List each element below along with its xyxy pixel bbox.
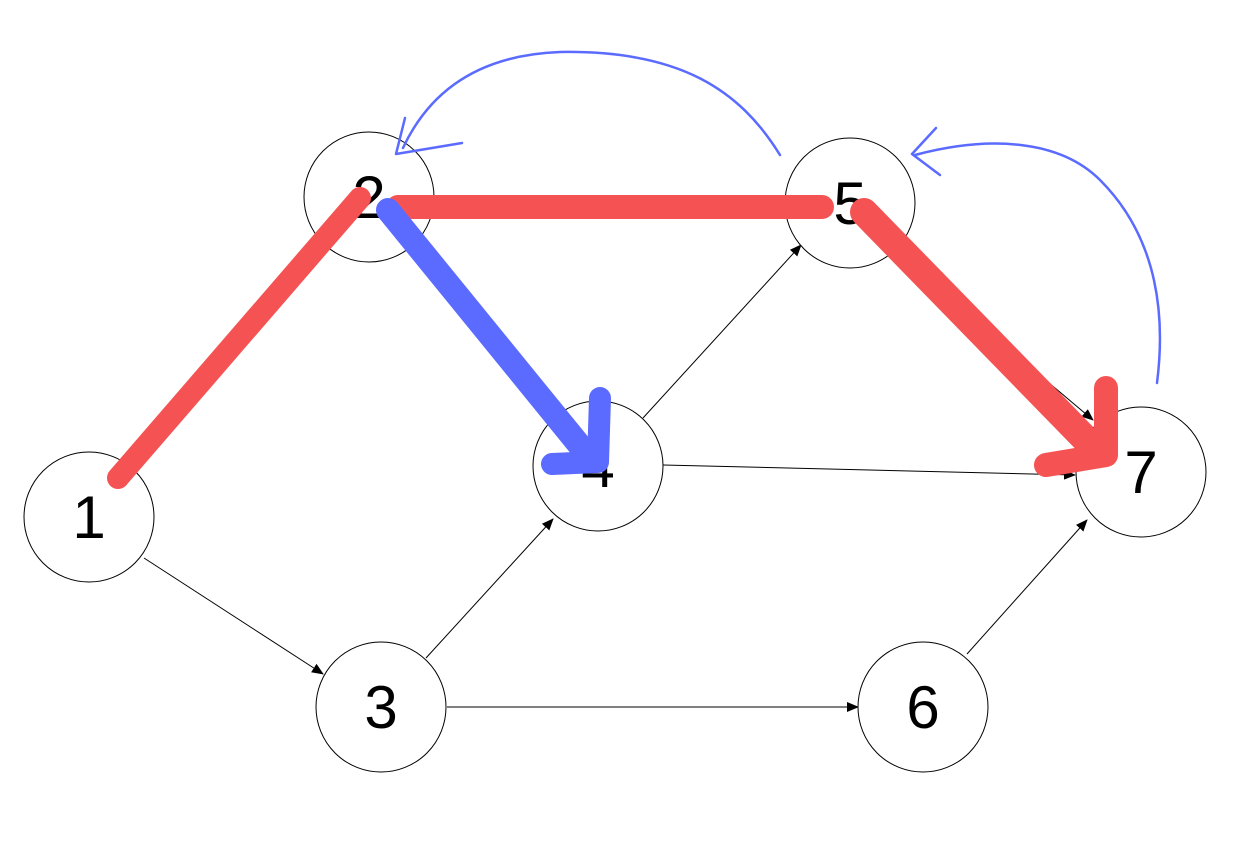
node-label-1: 1 [72, 484, 105, 551]
nodes: 1 2 3 4 5 6 7 [23, 131, 1207, 773]
edge-1-3 [143, 557, 324, 675]
highlight-arrowhead-7 [1034, 376, 1118, 477]
blue-edge-2-4 [376, 198, 597, 464]
node-label-7: 7 [1124, 439, 1157, 506]
edge-3-4 [425, 518, 554, 659]
back-arrow-7-to-5-head [910, 126, 942, 177]
blue-arrowhead-4 [541, 387, 611, 475]
back-arrow-7-to-5 [913, 142, 1162, 385]
back-arrow-5-to-2-head [394, 116, 464, 156]
node-3: 3 [315, 641, 447, 773]
edge-4-5 [642, 244, 802, 419]
edge-6-7 [966, 519, 1088, 655]
node-6: 6 [857, 641, 989, 773]
highlight-edge-5-7 [850, 198, 1112, 466]
highlighted-path [107, 187, 1118, 489]
node-label-6: 6 [906, 674, 939, 741]
back-arrows [394, 50, 1162, 385]
back-arrow-5-to-2 [401, 50, 782, 157]
node-label-3: 3 [364, 674, 397, 741]
blue-edge [376, 198, 611, 475]
edge-4-7 [662, 464, 1076, 480]
highlight-edge-1-2 [107, 187, 371, 489]
